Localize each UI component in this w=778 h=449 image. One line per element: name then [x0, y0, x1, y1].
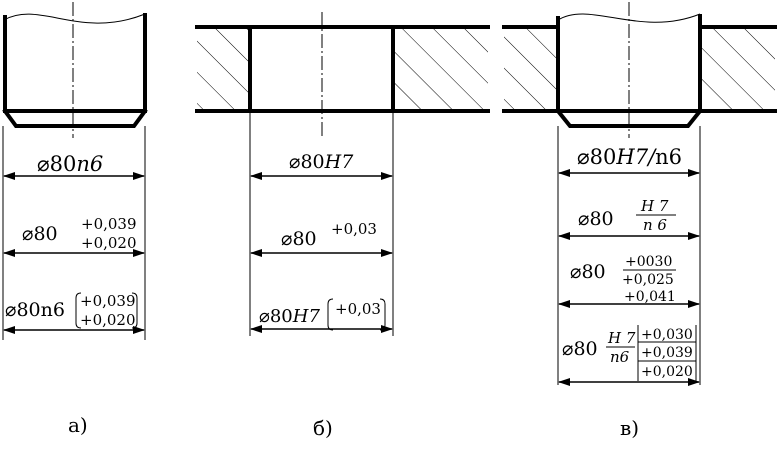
dim-c4-d3: +0,020 [641, 364, 693, 380]
hatch-c-right [700, 27, 775, 111]
dim-c3-top: +0030 [625, 254, 672, 270]
dim-c1-text: ⌀80H7/n6 [577, 145, 682, 169]
dim-c4-base: ⌀80 [562, 338, 598, 360]
dim-b1-text: ⌀80H7 [289, 151, 354, 173]
dim-c4-num: H 7 [607, 329, 636, 347]
dim-a2-upper: +0,039 [81, 215, 137, 233]
shaft-top-break [557, 13, 701, 23]
dim-c2-base: ⌀80 [578, 208, 614, 230]
bracket-a3 [75, 292, 138, 329]
label-c: в) [620, 416, 639, 440]
dim-c4-d2: +0,039 [641, 345, 693, 361]
view-a-shaft: ⌀80n6 ⌀80 +0,039 +0,020 ⌀80n6 +0,039 +0,… [2, 2, 148, 437]
label-b: б) [313, 416, 333, 440]
dim-a3-base: ⌀80n6 [5, 299, 65, 321]
view-c-fit: ⌀80H7/n6 ⌀80 H 7 n 6 ⌀80 +0030 +0,025 +0… [502, 2, 777, 440]
dim-c3-bot: +0,041 [624, 289, 676, 305]
dim-c4-den: n6 [610, 348, 630, 366]
hatch-b-left [197, 27, 249, 111]
dim-b3-base: ⌀80H7 [259, 306, 320, 327]
label-a: а) [68, 413, 88, 437]
bracket-b3 [327, 298, 386, 331]
dim-c4-d1: +0,030 [641, 327, 693, 343]
dim-a1-text: ⌀80n6 [37, 152, 103, 176]
hatch-c-left [504, 27, 558, 111]
dim-c2-num: H 7 [640, 197, 669, 215]
dim-c2-den: n 6 [643, 216, 667, 234]
dim-b2-upper: +0,03 [331, 220, 377, 238]
dim-a3-lower: +0,020 [80, 311, 136, 329]
shaft-top-break [3, 13, 146, 24]
view-b-hole: ⌀80H7 ⌀80 +0,03 ⌀80H7 +0,03 б) [195, 12, 490, 440]
dim-a2-base: ⌀80 [22, 223, 58, 245]
dim-b3-dev: +0,03 [335, 300, 381, 318]
dim-b2-base: ⌀80 [281, 228, 317, 250]
dim-a2-lower: +0,020 [81, 234, 137, 252]
dim-c3-base: ⌀80 [570, 261, 606, 283]
shaft-chamfer [2, 108, 148, 128]
hatch-b-right [393, 27, 488, 111]
dim-a3-upper: +0,039 [80, 292, 136, 310]
dim-c3-mid: +0,025 [622, 272, 674, 288]
